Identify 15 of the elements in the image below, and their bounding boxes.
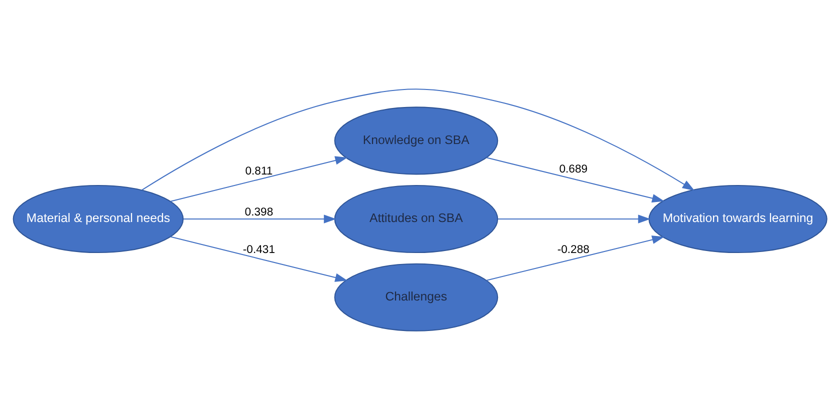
edge-label: 0.811 [245, 164, 273, 177]
node-ellipse: Attitudes on SBA [334, 184, 498, 253]
arrow [486, 156, 664, 202]
arrow [170, 156, 348, 202]
edge-label: -0.288 [557, 243, 590, 256]
arrow [142, 88, 695, 190]
node-ellipse: Material & personal needs [12, 184, 184, 253]
arrow [498, 214, 651, 223]
arrow [184, 214, 336, 223]
edge-label: -0.431 [242, 243, 276, 256]
edge-label: 0.398 [244, 206, 274, 218]
arrow [170, 236, 348, 282]
node-ellipse: Motivation towards learning [648, 184, 828, 253]
edge-label: 0.689 [559, 162, 588, 175]
arrow [486, 235, 664, 280]
